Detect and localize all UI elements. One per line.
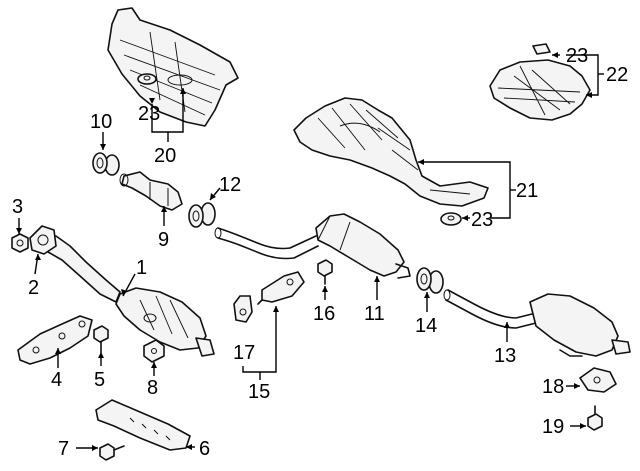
- callout-1: 1: [136, 257, 147, 279]
- bracket-15-part: [257, 271, 305, 305]
- callout-labels: 1 2 3 4 5 6 7 8 9 10 11 12 13 14 15 16 1…: [12, 45, 628, 460]
- hanger-18-part: [579, 367, 617, 393]
- callout-3: 3: [12, 196, 23, 218]
- clamp-12-part: [188, 202, 216, 228]
- bolt-19-part: [587, 405, 603, 431]
- catalytic-converter-1-part: [43, 235, 215, 357]
- callout-2: 2: [28, 277, 39, 299]
- clip-23-front-part: [137, 73, 157, 85]
- heat-shield-center-part: [293, 97, 489, 207]
- callout-22: 22: [606, 64, 628, 86]
- nut-3-part: [11, 233, 29, 253]
- gasket-2-part: [29, 225, 57, 255]
- callout-11: 11: [364, 303, 385, 325]
- clamp-10-part: [92, 152, 120, 176]
- callout-17: 17: [233, 342, 255, 364]
- front-pipe-9-part: [119, 171, 183, 211]
- callout-23-front: 23: [138, 103, 160, 125]
- callout-20: 20: [154, 145, 176, 167]
- bolt-16-part: [317, 259, 333, 285]
- callout-23-center: 23: [471, 209, 493, 231]
- callout-16: 16: [313, 303, 335, 325]
- callout-14: 14: [415, 315, 437, 337]
- heat-shield-front-part: [107, 7, 239, 127]
- callout-21: 21: [516, 180, 538, 202]
- callout-7: 7: [58, 438, 69, 460]
- callout-15: 15: [248, 381, 270, 403]
- callout-6: 6: [199, 438, 210, 460]
- callout-12: 12: [219, 174, 241, 196]
- bolt-5-part: [93, 325, 109, 353]
- callout-8: 8: [147, 377, 158, 399]
- middle-muffler-11-part: [214, 213, 411, 279]
- callout-9: 9: [158, 229, 169, 251]
- callout-5: 5: [94, 369, 105, 391]
- callout-4: 4: [51, 369, 62, 391]
- callout-13: 13: [494, 345, 516, 367]
- hanger-17-part: [233, 295, 253, 323]
- pad-23-rear-part: [532, 43, 551, 55]
- heat-shield-lower-6-part: [95, 399, 191, 451]
- rear-muffler-13-part: [443, 289, 631, 357]
- callout-19: 19: [542, 416, 564, 438]
- clip-23-center-part: [440, 212, 462, 226]
- callout-23-rear: 23: [566, 45, 588, 67]
- bracket-4-part: [17, 315, 93, 365]
- leader-arrowheads: [16, 52, 592, 451]
- bolt-7-part: [99, 443, 125, 461]
- callout-18: 18: [542, 376, 564, 398]
- callout-10: 10: [90, 111, 112, 133]
- clamp-14-part: [416, 267, 444, 294]
- hanger-8-part: [143, 339, 165, 363]
- heat-shield-rear-part: [489, 59, 591, 121]
